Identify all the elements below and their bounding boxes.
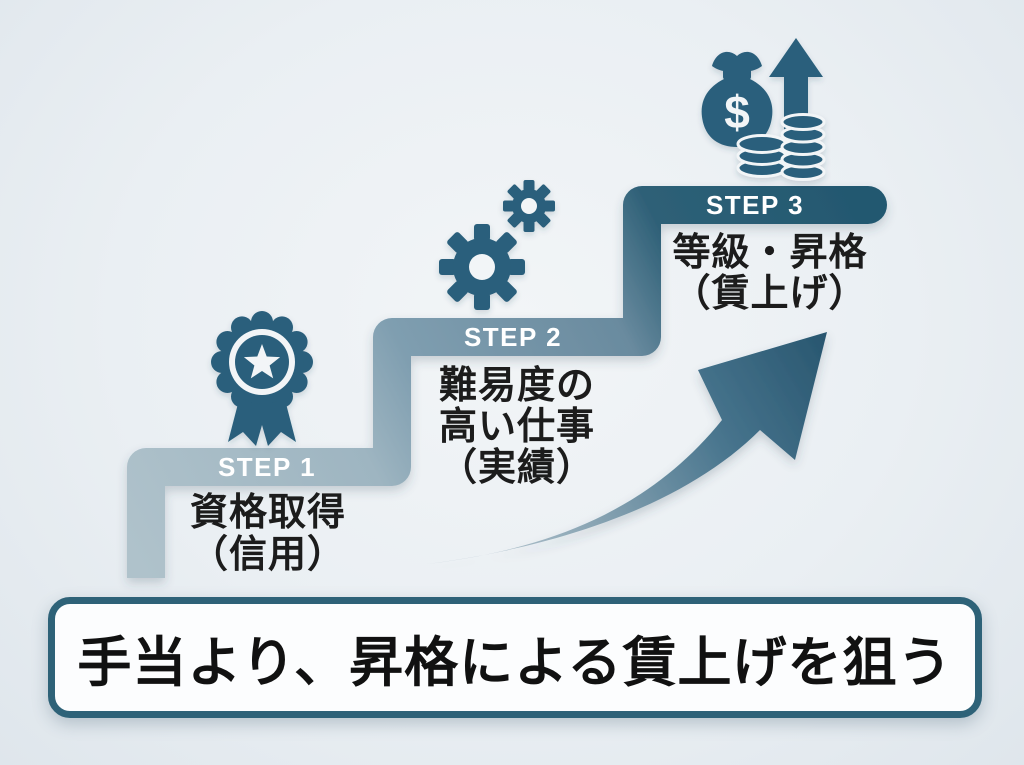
conclusion-banner-text: 手当より、昇格による賃上げを狙う — [77, 633, 953, 693]
step1-description: 資格取得 （信用） — [108, 492, 428, 576]
step1-label: STEP 1 — [217, 452, 317, 482]
step3-line2: （賃上げ） — [672, 273, 868, 315]
coin-stack-right — [780, 113, 826, 181]
dollar-sign: $ — [724, 86, 750, 138]
step2-line2: 高い仕事 — [438, 406, 595, 448]
conclusion-banner: 手当より、昇格による賃上げを狙う — [48, 597, 982, 718]
large-gear — [439, 224, 525, 310]
step2-line3: （実績） — [438, 447, 595, 489]
step3-line1: 等級・昇格 — [672, 232, 868, 274]
step3-label: STEP 3 — [705, 190, 805, 220]
staircase-path — [127, 186, 887, 578]
money-growth-icon: $ — [701, 38, 826, 181]
step2-line1: 難易度の — [438, 365, 595, 407]
gears-icon — [439, 180, 555, 310]
medal-star — [243, 344, 281, 379]
step1-line1: 資格取得 — [189, 492, 346, 534]
growth-arrow — [427, 332, 827, 564]
coin-stack-left — [736, 134, 788, 178]
small-gear — [503, 180, 555, 232]
step3-description: 等級・昇格 （賃上げ） — [600, 233, 940, 315]
step2-description: 難易度の 高い仕事 （実績） — [357, 366, 677, 489]
medal-icon — [211, 311, 313, 446]
step2-label: STEP 2 — [463, 322, 563, 352]
up-arrow-icon — [769, 38, 823, 132]
step1-line2: （信用） — [189, 534, 346, 576]
money-bag-icon: $ — [701, 51, 773, 147]
